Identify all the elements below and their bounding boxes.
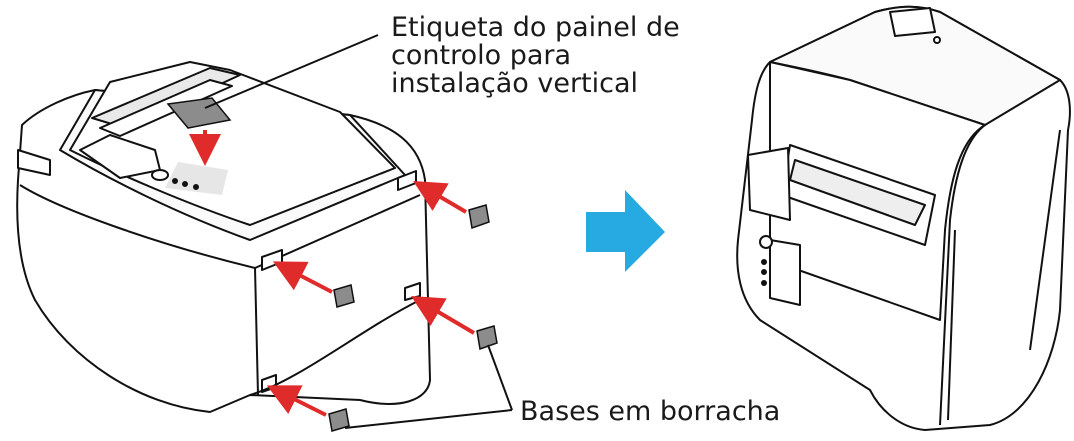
rubber-feet-callout: Bases em borracha: [520, 396, 781, 427]
control-panel-label-callout: Etiqueta do painel de controlo para inst…: [391, 14, 680, 98]
label-leader-line: [204, 34, 379, 109]
rubber-foot-3: [476, 325, 498, 351]
rubber-feet-pieces: [328, 204, 498, 432]
rubber-foot-2: [333, 284, 355, 308]
feet-insertion-arrows: [266, 180, 476, 417]
direction-arrow: [586, 190, 665, 272]
rubber-foot-4: [328, 408, 350, 432]
feet-leader-lines: [344, 344, 513, 429]
rubber-foot-1: [468, 204, 490, 230]
callout-line-1: Etiqueta do painel de: [391, 12, 680, 43]
callout-line-2: controlo para: [391, 40, 572, 71]
callout-line-3: instalação vertical: [391, 68, 639, 99]
printer-horizontal: [16, 61, 431, 413]
printer-vertical: [736, 5, 1071, 431]
control-panel-label-sticker: [166, 97, 232, 129]
